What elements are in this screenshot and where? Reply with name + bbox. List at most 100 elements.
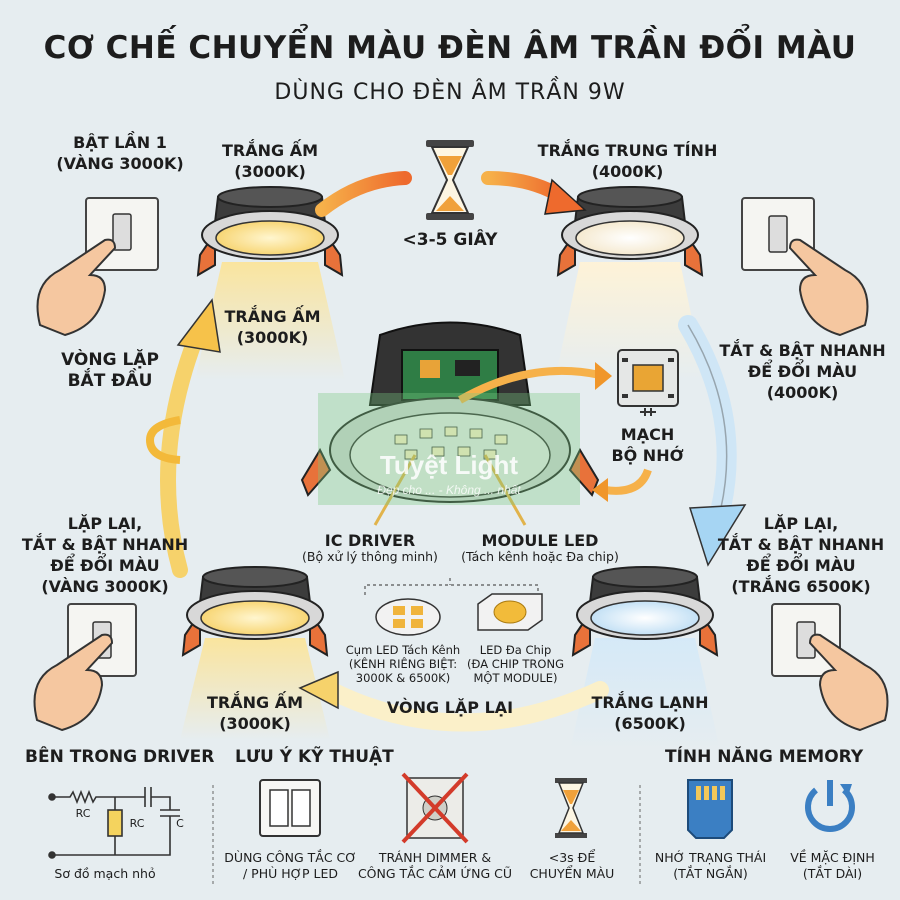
rc-label-1: RC (75, 807, 91, 820)
split-led-line2: (KÊNH RIÊNG BIỆT: (348, 657, 458, 671)
repeat-right-line1: LẶP LẠI, (763, 514, 839, 533)
warm-beam-bottom (180, 638, 330, 740)
multi-chip-line3: MỘT MODULE) (473, 671, 558, 685)
warm-bottom-line1: TRẮNG ẤM (206, 693, 303, 712)
ic-driver-pointer (373, 454, 417, 526)
mem-state-line1: NHỚ TRẠNG THÁI (654, 850, 767, 865)
watermark-slogan: Đẹp cho ... - Không ... nhất (377, 483, 521, 497)
hand-bottom-left-icon (33, 633, 114, 732)
label-repeat-right: LẶP LẠI, TẮT & BẬT NHANH ĐỂ ĐỔI MÀU (TRẮ… (705, 513, 897, 597)
label-module-led: MODULE LED (481, 531, 599, 550)
mem-default: VỀ MẶC ĐỊNH (TẮT DÀI) (775, 850, 890, 882)
neutral-top-line1: TRẮNG TRUNG TÍNH (537, 141, 718, 160)
first-on-line2: (VÀNG 3000K) (56, 154, 184, 173)
memory-circuit-line1: MẠCH (620, 425, 675, 444)
loop-start-line1: VÒNG LẶP (61, 350, 159, 370)
hand-top-right-icon (788, 238, 869, 337)
label-neutral-top: TRẮNG TRUNG TÍNH (4000K) (515, 140, 740, 182)
repeat-left-line3: ĐỂ ĐỔI MÀU (50, 556, 160, 575)
label-warm-bottom: TRẮNG ẤM (3000K) (180, 692, 330, 734)
arrowhead-memory (595, 362, 612, 390)
arrowhead-up (176, 298, 221, 353)
split-led-module-icon (375, 598, 441, 636)
mem-state: NHỚ TRẠNG THÁI (TẮT NGẮN) (648, 850, 773, 882)
module-led-desc: (Tách kênh hoặc Đa chip) (461, 549, 619, 564)
tech-heading: LƯU Ý KỸ THUẬT (235, 747, 394, 767)
arrow-warm-to-timer (315, 171, 412, 217)
label-multi-chip: LED Đa Chip (ĐA CHIP TRONG MỘT MODULE) (458, 643, 573, 685)
arrowhead-neutral (544, 178, 587, 215)
repeat-left-line4: (VÀNG 3000K) (41, 577, 169, 596)
ic-driver-desc: (Bộ xử lý thông minh) (302, 549, 438, 564)
arrowhead-cool (688, 504, 747, 567)
split-led-line1: Cụm LED Tách Kênh (345, 643, 461, 657)
repeat-left-line1: LẶP LẠI, (67, 514, 143, 533)
loop-curl-icon (145, 416, 181, 464)
hand-top-left-icon (36, 238, 117, 337)
label-cool-bottom: TRẮNG LẠNH (6500K) (575, 692, 725, 734)
label-first-on: BẬT LẦN 1 (VÀNG 3000K) (35, 132, 205, 174)
label-repeat-left: LẶP LẠI, TẮT & BẬT NHANH ĐỂ ĐỔI MÀU (VÀN… (5, 513, 205, 597)
warm-mid-line2: (3000K) (236, 328, 309, 347)
module-led-pointer (483, 454, 527, 526)
note-switch-line1: DÙNG CÔNG TẮC CƠ (224, 850, 357, 865)
repeat-left-line2: TẮT & BẬT NHANH (21, 535, 189, 554)
lamp-warm-bottom (181, 566, 329, 657)
warm-mid-line1: TRẮNG ẤM (224, 307, 321, 326)
mem-state-line2: (TẮT NGẮN) (673, 866, 748, 881)
split-led-line3: 3000K & 6500K) (355, 671, 451, 685)
warm-top-line1: TRẮNG ẤM (221, 141, 318, 160)
mem-default-line1: VỀ MẶC ĐỊNH (790, 850, 875, 865)
no-dimmer-icon (401, 772, 469, 844)
warm-bottom-line2: (3000K) (219, 714, 291, 733)
hourglass-small-icon (555, 778, 587, 838)
power-reset-icon (805, 780, 855, 832)
note-switch: DÙNG CÔNG TẮC CƠ / PHÙ HỢP LED (218, 850, 363, 882)
label-memory-circuit: MẠCH BỘ NHỚ (590, 424, 705, 466)
arrow-neutral-to-cool (678, 315, 737, 530)
label-ic-driver: IC DRIVER (324, 531, 416, 550)
watermark-brand: Tuyệt Light (379, 450, 519, 480)
first-on-line1: BẬT LẦN 1 (73, 133, 167, 152)
circuit-caption: Sơ đồ mạch nhỏ (54, 866, 156, 881)
cool-beam-bottom (570, 638, 720, 750)
label-warm-mid: TRẮNG ẤM (3000K) (200, 306, 345, 348)
repeat-right-line3: ĐỂ ĐỔI MÀU (746, 556, 856, 575)
driver-heading: BÊN TRONG DRIVER (25, 747, 215, 767)
note-dimmer-line2: CÔNG TẮC CẢM ỨNG CŨ (357, 866, 513, 881)
memory-heading: TÍNH NĂNG MEMORY (665, 747, 864, 767)
arrow-cool-to-warm (321, 681, 609, 732)
watermark-panel (318, 393, 580, 505)
toggle-4000-line3: (4000K) (766, 383, 839, 402)
hand-bottom-right-icon (808, 633, 889, 732)
note-time-line1: <3s ĐỂ (548, 850, 596, 865)
multi-chip-line2: (ĐA CHIP TRONG (467, 657, 564, 671)
repeat-right-line4: (TRẮNG 6500K) (731, 577, 871, 596)
multi-chip-led-icon (477, 593, 543, 631)
warm-beam-top (195, 262, 345, 380)
c-label: C (176, 817, 184, 830)
mechanical-switch-icon (259, 779, 321, 837)
neutral-top-line2: (4000K) (591, 162, 664, 181)
multi-chip-line1: LED Đa Chip (479, 643, 552, 657)
rc-label-2: RC (129, 817, 145, 830)
memory-card-icon (687, 779, 733, 839)
page-subtitle: DÙNG CHO ĐÈN ÂM TRẦN 9W (274, 80, 626, 105)
lamp-warm-top (196, 186, 344, 277)
memory-circuit-line2: BỘ NHỚ (611, 446, 684, 465)
repeat-right-line2: TẮT & BẬT NHANH (717, 535, 885, 554)
lamp-cool-bottom (571, 566, 719, 657)
note-time: <3s ĐỂ CHUYỂN MÀU (522, 850, 622, 882)
note-dimmer-line1: TRÁNH DIMMER & (378, 850, 492, 865)
page-title: CƠ CHẾ CHUYỂN MÀU ĐÈN ÂM TRẦN ĐỔI MÀU (43, 30, 857, 66)
cool-bottom-line2: (6500K) (614, 714, 686, 733)
label-toggle-4000: TẮT & BẬT NHANH ĐỂ ĐỔI MÀU (4000K) (710, 340, 895, 403)
dashed-bracket (364, 578, 539, 595)
label-loop-start: VÒNG LẶP BẮT ĐẦU (30, 350, 190, 392)
memory-chip-icon (617, 349, 679, 416)
label-warm-top: TRẮNG ẤM (3000K) (195, 140, 345, 182)
rc-circuit-icon (48, 787, 180, 859)
note-time-line2: CHUYỂN MÀU (529, 866, 615, 881)
arrow-memory-back (604, 468, 652, 495)
